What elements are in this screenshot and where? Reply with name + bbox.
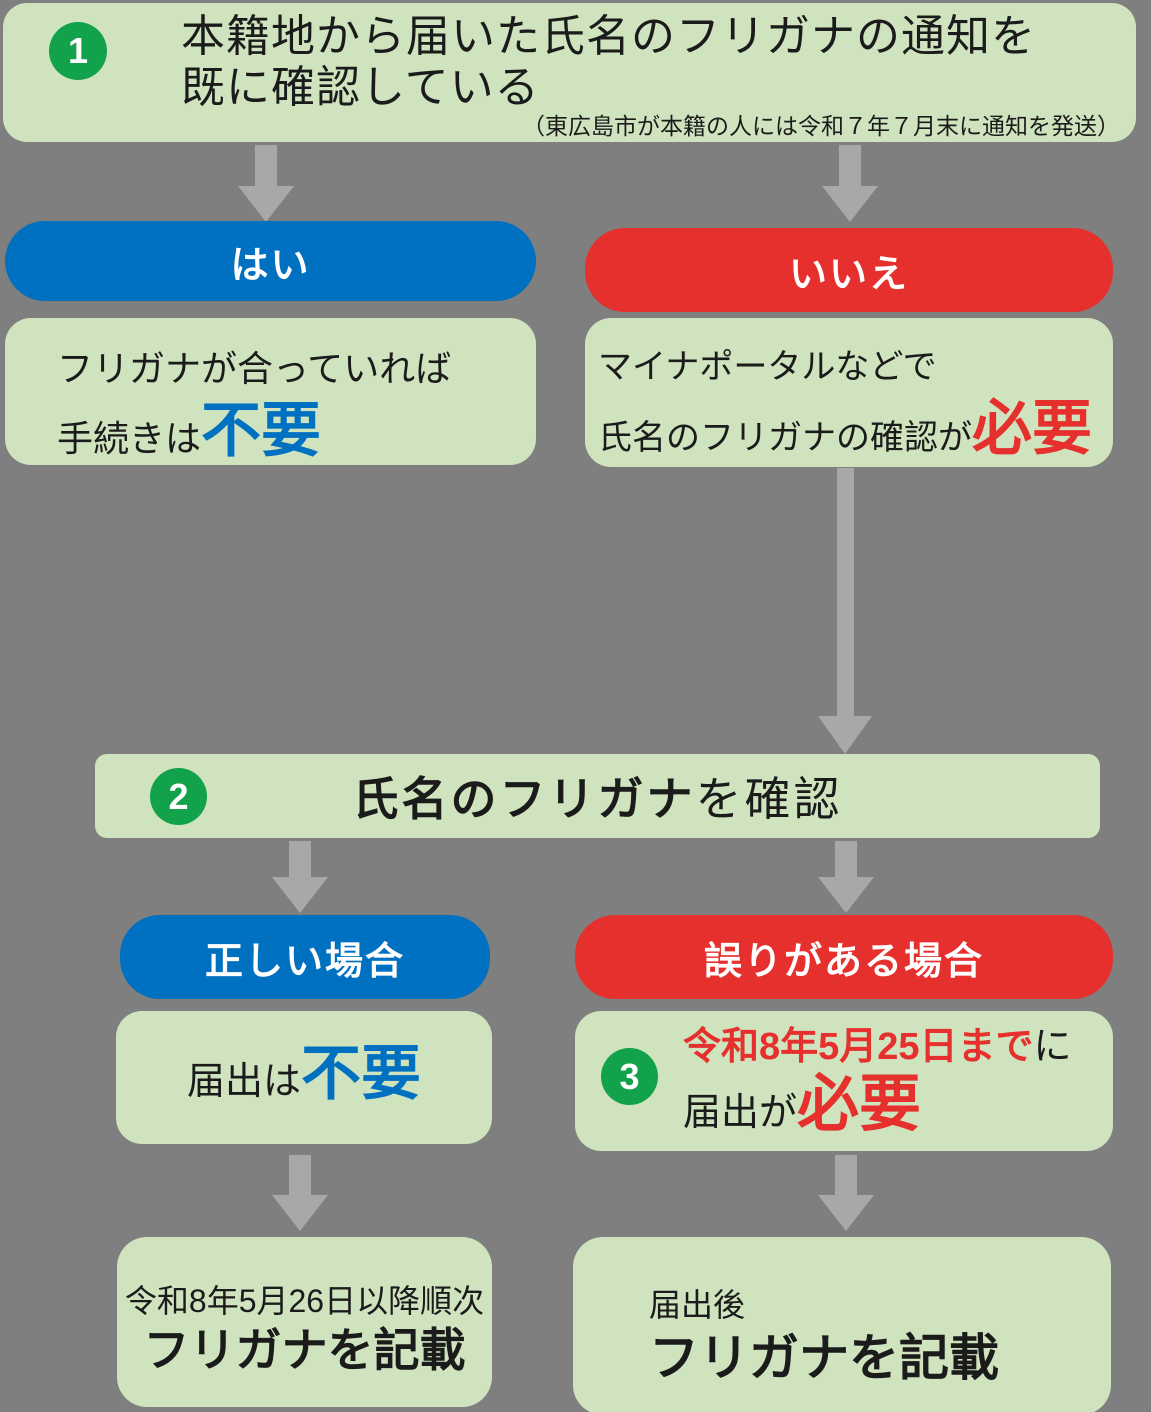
pill-no-label: いいえ — [788, 253, 909, 296]
arrow-step1-to-yes — [238, 145, 294, 222]
pill-no: いいえ — [585, 228, 1113, 312]
yes-result-line2: 手続きは不要 — [57, 397, 322, 464]
step1-line2: 既に確認している — [181, 63, 540, 112]
yes-result-box: フリガナが合っていれば 手続きは不要 — [5, 318, 536, 465]
arrow-step2-to-error — [818, 841, 874, 913]
step2-title-rest: を確認 — [695, 773, 843, 825]
error-result-emphasis: 必要 — [797, 1070, 922, 1139]
pill-error-label: 誤りがある場合 — [703, 940, 984, 983]
arrow-no-to-step2 — [818, 468, 872, 754]
pill-correct-case: 正しい場合 — [120, 915, 490, 999]
pill-correct-label: 正しい場合 — [204, 940, 405, 983]
step2-box: 2 氏名のフリガナを確認 — [95, 754, 1100, 838]
no-result-emphasis: 必要 — [972, 395, 1092, 462]
step3-number: 3 — [619, 1055, 640, 1097]
outcome-right-box: 届出後 フリガナを記載 — [573, 1237, 1111, 1412]
yes-result-line1: フリガナが合っていれば — [57, 348, 452, 389]
pill-error-case: 誤りがある場合 — [575, 915, 1113, 999]
error-result-box: 3 令和8年5月25日までに 届出が必要 — [575, 1011, 1113, 1151]
arrow-step2-to-correct — [272, 841, 328, 913]
outcome-left-box: 令和8年5月26日以降順次 フリガナを記載 — [117, 1237, 492, 1407]
outcome-right-line2: フリガナを記載 — [649, 1330, 999, 1386]
pill-yes-label: はい — [230, 244, 311, 287]
deadline-date: 令和8年5月25日まで — [683, 1026, 1034, 1068]
arrow-error-to-outcome — [818, 1155, 874, 1231]
step2-number: 2 — [168, 775, 189, 817]
step1-note: （東広島市が本籍の人には令和７年７月末に通知を発送） — [522, 113, 1120, 139]
outcome-left-line1: 令和8年5月26日以降順次 — [124, 1283, 485, 1319]
step1-number: 1 — [67, 30, 89, 71]
correct-result-emphasis: 不要 — [301, 1039, 421, 1107]
no-result-line1: マイナポータルなどで — [598, 348, 937, 386]
step1-text: 本籍地から届いた氏名のフリガナの通知を 既に確認している — [181, 11, 1036, 113]
step1-line1: 本籍地から届いた氏名のフリガナの通知を — [181, 12, 1036, 61]
correct-result-box: 届出は不要 — [116, 1011, 492, 1144]
error-result-line2: 届出が必要 — [683, 1070, 922, 1139]
no-result-line2: 氏名のフリガナの確認が必要 — [598, 395, 1092, 462]
arrow-correct-to-outcome — [272, 1155, 328, 1231]
no-result-box: マイナポータルなどで 氏名のフリガナの確認が必要 — [585, 318, 1113, 467]
correct-result-line: 届出は不要 — [186, 1039, 421, 1107]
step2-number-badge: 2 — [150, 768, 207, 825]
step3-number-badge: 3 — [601, 1048, 658, 1105]
outcome-right-line1: 届出後 — [649, 1287, 746, 1323]
arrow-step1-to-no — [822, 145, 878, 222]
yes-result-emphasis: 不要 — [201, 397, 322, 464]
error-result-line1: 令和8年5月25日までに — [683, 1026, 1072, 1068]
step2-title: 氏名のフリガナを確認 — [353, 763, 843, 829]
outcome-left-line2: フリガナを記載 — [143, 1324, 466, 1376]
step1-number-badge: 1 — [49, 22, 107, 80]
pill-yes: はい — [5, 221, 536, 301]
step2-title-emphasis: 氏名のフリガナ — [352, 773, 696, 825]
step1-box: 1 本籍地から届いた氏名のフリガナの通知を 既に確認している （東広島市が本籍の… — [3, 3, 1136, 142]
